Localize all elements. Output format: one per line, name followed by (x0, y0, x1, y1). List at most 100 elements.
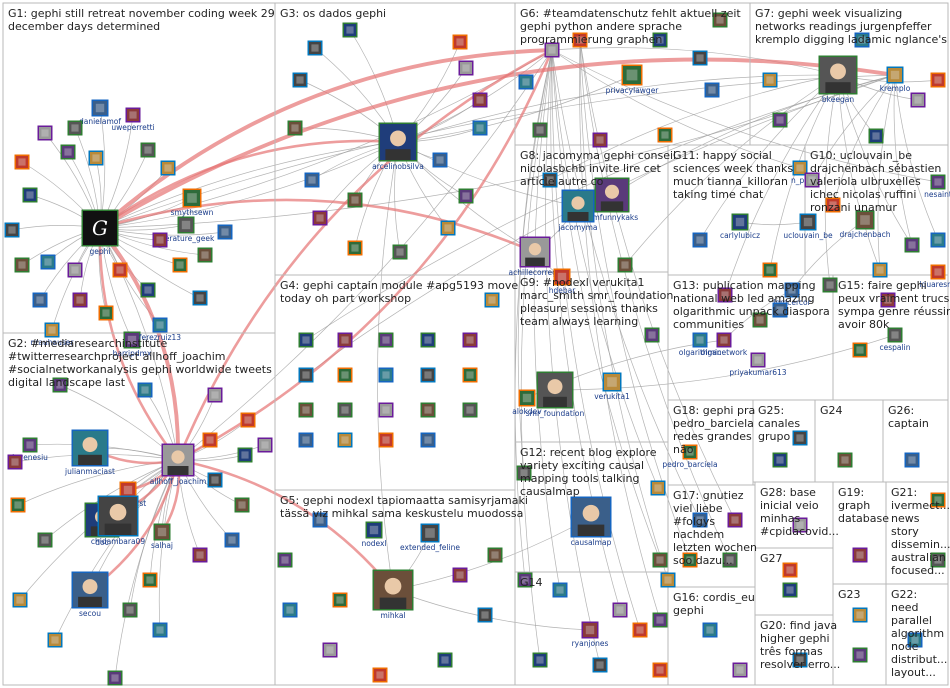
node[interactable] (592, 657, 608, 673)
node[interactable] (452, 567, 468, 583)
node[interactable] (67, 262, 83, 278)
node[interactable] (822, 277, 838, 293)
node[interactable] (304, 172, 320, 188)
node[interactable] (372, 667, 388, 683)
node[interactable] (762, 262, 778, 278)
node-smr-foundation[interactable]: smr_foundation (526, 371, 585, 419)
node-mihkal[interactable]: mihkal (372, 569, 414, 621)
node[interactable] (22, 187, 38, 203)
node-privacylawger[interactable]: privacylawger (606, 64, 660, 96)
node[interactable] (342, 22, 358, 38)
node[interactable] (458, 188, 474, 204)
node-uweperretti[interactable]: uweperretti (111, 107, 155, 133)
node[interactable] (852, 647, 868, 663)
node[interactable] (852, 547, 868, 563)
node[interactable] (432, 152, 448, 168)
node[interactable] (462, 367, 478, 383)
node[interactable] (347, 240, 363, 256)
node[interactable] (930, 552, 946, 568)
node[interactable] (437, 652, 453, 668)
node[interactable] (337, 332, 353, 348)
node[interactable] (420, 402, 436, 418)
node-secou[interactable]: secou (71, 571, 109, 619)
node[interactable] (322, 642, 338, 658)
node-arcelinobsilva[interactable]: arcelinobsilva (372, 122, 424, 172)
node[interactable] (477, 607, 493, 623)
node[interactable] (298, 432, 314, 448)
node[interactable] (542, 172, 558, 188)
node-ferezruiz13[interactable]: ferezruiz13 (139, 317, 181, 343)
node[interactable] (14, 154, 30, 170)
node-bkeegan[interactable]: bkeegan (818, 55, 858, 105)
node[interactable] (930, 72, 946, 88)
node[interactable] (137, 382, 153, 398)
node[interactable] (37, 125, 53, 141)
node[interactable] (516, 465, 532, 481)
node[interactable] (632, 622, 648, 638)
node[interactable] (47, 632, 63, 648)
node[interactable] (717, 287, 733, 303)
node[interactable] (544, 42, 560, 58)
node[interactable] (782, 562, 798, 578)
node[interactable] (277, 552, 293, 568)
node[interactable] (904, 452, 920, 468)
node[interactable] (172, 257, 188, 273)
node[interactable] (484, 292, 500, 308)
node-jovenesiu[interactable]: jovenesiu (11, 437, 48, 463)
node[interactable] (192, 547, 208, 563)
node[interactable] (140, 142, 156, 158)
node[interactable] (825, 197, 841, 213)
node[interactable] (762, 72, 778, 88)
node[interactable] (804, 172, 820, 188)
node[interactable] (692, 512, 708, 528)
node[interactable] (298, 402, 314, 418)
node-jacomyma[interactable]: jacomyma (557, 189, 598, 233)
node-kremplo[interactable]: kremplo (880, 66, 911, 94)
node[interactable] (234, 497, 250, 513)
node-cespalin[interactable]: cespalin (880, 327, 911, 353)
node[interactable] (852, 342, 868, 358)
node-nodexl[interactable]: nodexl (361, 521, 387, 549)
node[interactable] (72, 292, 88, 308)
node[interactable] (652, 612, 668, 628)
node-carlylubicz[interactable]: carlylubicz (720, 213, 760, 241)
node[interactable] (378, 332, 394, 348)
node-olganetwork[interactable]: olganetwork (701, 332, 748, 358)
node[interactable] (657, 127, 673, 143)
node[interactable] (298, 367, 314, 383)
node-pedro-barciela[interactable]: pedro_barciela (662, 444, 718, 470)
node[interactable] (98, 305, 114, 321)
node[interactable] (152, 622, 168, 638)
node[interactable] (652, 662, 668, 678)
node[interactable] (307, 40, 323, 56)
node[interactable] (292, 72, 308, 88)
node[interactable] (872, 262, 888, 278)
node-barripdmx[interactable]: barripdmx (113, 331, 152, 359)
node[interactable] (722, 552, 738, 568)
node[interactable] (337, 432, 353, 448)
node[interactable] (224, 532, 240, 548)
node[interactable] (652, 552, 668, 568)
node[interactable] (617, 257, 633, 273)
node[interactable] (782, 582, 798, 598)
node[interactable] (237, 447, 253, 463)
node[interactable] (752, 312, 768, 328)
node[interactable] (660, 572, 676, 588)
node-priyakumar613[interactable]: priyakumar613 (729, 352, 787, 378)
node[interactable] (60, 144, 76, 160)
node[interactable] (552, 582, 568, 598)
node[interactable] (650, 480, 666, 496)
node[interactable] (732, 662, 748, 678)
node[interactable] (472, 92, 488, 108)
node-alokdev[interactable]: alokdev (512, 389, 542, 417)
node[interactable] (487, 547, 503, 563)
node[interactable] (287, 120, 303, 136)
node[interactable] (420, 367, 436, 383)
node[interactable] (458, 60, 474, 76)
node[interactable] (704, 82, 720, 98)
node[interactable] (378, 402, 394, 418)
node[interactable] (612, 602, 628, 618)
node[interactable] (67, 120, 83, 136)
node[interactable] (792, 652, 808, 668)
node[interactable] (32, 292, 48, 308)
